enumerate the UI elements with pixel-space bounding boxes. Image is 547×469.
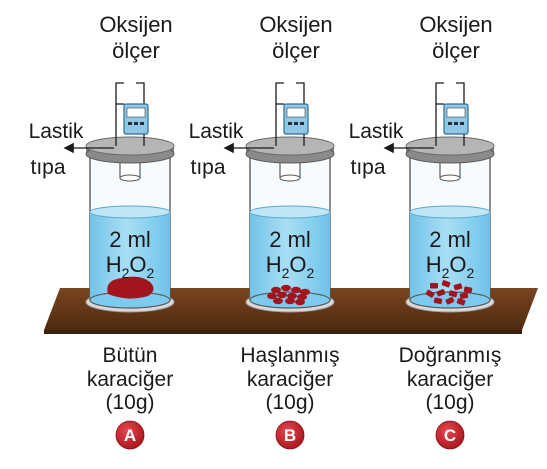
rubber-stopper-top [85,136,175,156]
formula-part: H [266,252,282,277]
liver-chopped-piece [430,283,438,289]
formula-part: 2 [147,265,155,281]
formula-part: 2 [307,265,315,281]
hydrogen-peroxide-liquid [250,212,330,300]
liver-chopped-piece [433,297,443,304]
rubber-stopper-label: Lastik [349,120,404,143]
liquid-surface [89,205,171,219]
oxygen-meter-button [448,122,452,125]
liver-whole [107,276,154,299]
meter-wire-left [275,82,284,146]
setup-badge [275,420,305,450]
liver-piece [277,291,287,299]
liver-chopped-piece [425,289,435,298]
oxygen-meter-button [300,122,304,125]
meter-wire-left [435,82,444,146]
liquid-surface [249,205,331,219]
formula-part: H [106,252,122,277]
liquid-formula-label: H2O2 [426,252,475,281]
liver-chopped-piece [453,283,463,291]
stopper-plug-end [279,174,301,182]
oxygen-meter-button [134,122,138,125]
liver-piece [291,286,301,294]
formula-part: O [129,252,146,277]
oxygen-meter-label: Oksijen [99,12,172,37]
liver-piece [297,293,307,301]
oxygen-meter-button [294,122,298,125]
sample-label: karaciğer [87,368,173,391]
oxygen-meter-button [460,122,464,125]
liver-piece [295,298,305,306]
rubber-stopper-label: Lastik [189,120,244,143]
liquid-volume-label: 2 ml [429,227,471,252]
oxygen-meter-button [454,122,458,125]
formula-part: 2 [282,265,290,281]
oxygen-meter-label: Oksijen [419,12,492,37]
formula-part: 2 [122,265,130,281]
stopper-plug-end [119,174,141,182]
formula-part: 2 [442,265,450,281]
liver-chopped-piece [463,286,473,293]
liver-piece [285,297,295,305]
sample-label: Bütün [103,344,158,367]
setup-badge [115,420,145,450]
liver-piece [273,297,283,305]
wooden-table-edge [44,330,522,334]
formula-part: H [426,252,442,277]
setup-badge [435,420,465,450]
liver-chopped-piece [441,280,451,288]
liver-piece [281,284,291,292]
liver-piece [287,292,297,300]
oxygen-meter-screen [286,107,306,118]
hydrogen-peroxide-liquid [410,212,490,300]
oxygen-meter-label: Oksijen [259,12,332,37]
sample-label: karaciğer [407,368,493,391]
liver-chopped-piece [459,292,469,299]
liver-chopped-piece [456,298,466,306]
oxygen-meter-button [288,122,292,125]
formula-part: 2 [467,265,475,281]
stopper-plug-end [439,174,461,182]
formula-part: O [289,252,306,277]
liver-piece [271,286,281,294]
liver-piece [300,288,310,296]
rubber-stopper-label: tıpa [350,156,385,179]
liver-chopped-piece [445,296,455,305]
formula-part: O [449,252,466,277]
liver-chopped-piece [436,289,446,297]
sample-label: Haşlanmış [240,344,339,367]
rubber-stopper-top [245,136,335,156]
rubber-stopper-label: tıpa [190,156,225,179]
sample-label: (10g) [265,391,314,414]
liquid-volume-label: 2 ml [269,227,311,252]
setup-badge-letter: A [124,426,136,445]
oxygen-meter-label: ölçer [272,38,320,63]
oxygen-meter-button [128,122,132,125]
rubber-stopper-label: Lastik [29,120,84,143]
sample-label: (10g) [105,391,154,414]
setup-badge-letter: C [444,426,456,445]
sample-label: karaciğer [247,368,333,391]
liver-chopped-piece [448,290,458,298]
setup-badge-letter: B [284,426,296,445]
rubber-stopper-label: tıpa [30,156,65,179]
meter-wire-left [115,82,124,146]
liquid-formula-label: H2O2 [266,252,315,281]
oxygen-meter-label: ölçer [112,38,160,63]
oxygen-meter-screen [126,107,146,118]
liquid-formula-label: H2O2 [106,252,155,281]
sample-label: Doğranmış [399,344,502,367]
liquid-volume-label: 2 ml [109,227,151,252]
oxygen-meter-button [140,122,144,125]
sample-label: (10g) [425,391,474,414]
oxygen-meter-label: ölçer [432,38,480,63]
liver-piece [267,292,277,300]
oxygen-meter-screen [446,107,466,118]
liquid-surface [409,205,491,219]
rubber-stopper-top [405,136,495,156]
